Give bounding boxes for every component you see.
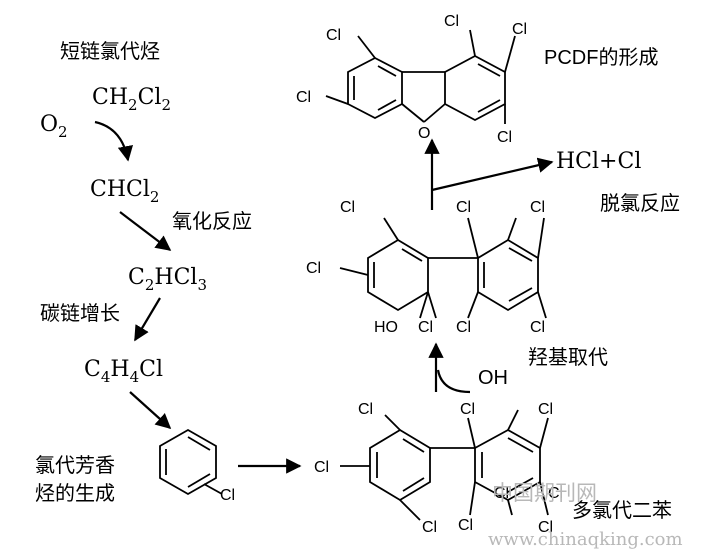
chlorobenzene-structure: Cl [159, 428, 235, 504]
reagent-o2: O2 [40, 112, 68, 141]
pcdf-structure: Cl Cl Cl Cl Cl O [296, 13, 527, 146]
mid-cl-5: Cl [530, 199, 545, 216]
formula-ch2cl2: CH2Cl2 [92, 85, 171, 114]
label-pcdf: PCDF的形成 [544, 46, 658, 69]
pcb-cl-2: Cl [314, 459, 329, 476]
pcdf-cl-3: Cl [444, 13, 459, 30]
arrow-to-aromatic [129, 391, 172, 430]
watermark-cn: 中国期刊网 [492, 481, 597, 505]
pcb-cl-7: Cl [548, 485, 563, 502]
formula-c4h4cl: C4H4Cl [84, 357, 163, 386]
label-aromatic-line2: 烃的生成 [35, 481, 115, 505]
pcb-cl-6: Cl [494, 485, 509, 502]
pcdf-cl-4: Cl [512, 21, 527, 38]
formula-c2hcl3: C2HCl3 [128, 265, 207, 294]
pcb-cl-4: Cl [460, 401, 475, 418]
label-aromatic-line1: 氯代芳香 [35, 453, 115, 477]
mid-cl-1: Cl [340, 199, 355, 216]
label-chain-growth: 碳链增长 [40, 301, 120, 325]
arrow-o2-in [94, 120, 134, 162]
arrow-oxidation [119, 211, 172, 251]
label-oxidation: 氧化反应 [172, 209, 252, 233]
pcdf-cl-1: Cl [326, 27, 341, 44]
formula-chcl2: CHCl2 [90, 177, 159, 206]
pcb-structure: Cl Cl Cl Cl Cl Cl Cl Cl Cl [314, 401, 563, 536]
mid-cl-4: Cl [456, 199, 471, 216]
arrow-oh-curve [436, 369, 471, 394]
label-pcb: 多氯代二苯 [572, 498, 672, 522]
pcb-cl-1: Cl [358, 401, 373, 418]
label-dechlorination: 脱氯反应 [600, 191, 680, 215]
pcb-cl-3: Cl [422, 519, 437, 536]
mid-cl-7: Cl [530, 319, 545, 336]
mid-cl-6: Cl [456, 319, 471, 336]
mid-cl-2: Cl [306, 260, 321, 277]
mid-ho: HO [374, 319, 398, 336]
arrow-dechlorination [431, 157, 554, 192]
pcdf-o: O [418, 125, 430, 142]
pcb-cl-8: Cl [458, 517, 473, 534]
mid-cl-3: Cl [418, 319, 433, 336]
pcb-cl-9: Cl [538, 519, 553, 536]
watermark-url: www.chinaqking.com [488, 529, 683, 549]
atom-cl-chlorobenzene: Cl [220, 487, 235, 504]
hydroxy-intermediate-structure: Cl Cl HO Cl Cl Cl Cl Cl [306, 199, 547, 336]
arrow-chain-growth [134, 297, 161, 342]
pcdf-cl-2: Cl [296, 89, 311, 106]
pcb-cl-5: Cl [538, 401, 553, 418]
pcdf-cl-5: Cl [497, 129, 512, 146]
label-hydroxyl: 羟基取代 [528, 345, 608, 369]
label-short-chain: 短链氯代烃 [60, 39, 160, 63]
product-hcl-cl: HCl+Cl [556, 149, 641, 174]
reagent-oh: OH [478, 367, 508, 389]
